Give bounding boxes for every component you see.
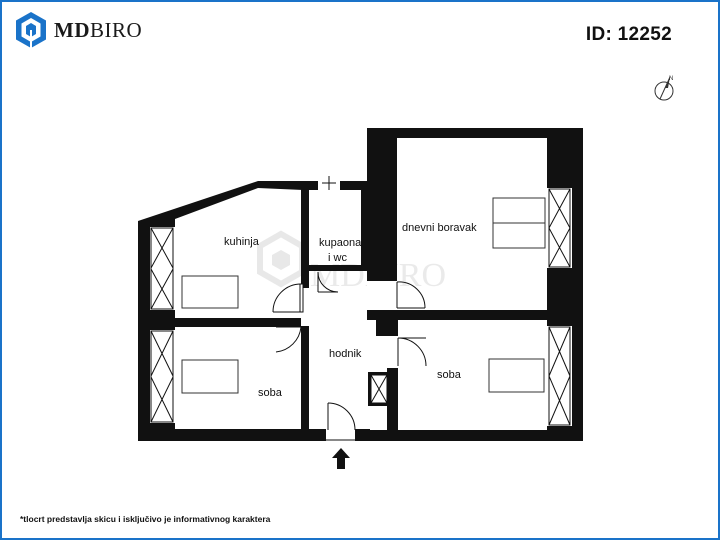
wall-bath-east xyxy=(361,188,369,271)
brand-name-bold: MD xyxy=(54,17,90,42)
bed-soba-right xyxy=(488,358,545,393)
window-frames xyxy=(150,176,571,426)
wall-living-soba xyxy=(367,310,567,320)
door-entrance xyxy=(326,402,356,441)
shaft-icon xyxy=(368,372,390,406)
window-soba-left xyxy=(150,330,175,423)
room-label-bathroom-line2: i wc xyxy=(328,252,347,264)
door-bathroom xyxy=(317,271,339,293)
room-label-kitchen: kuhinja xyxy=(224,236,260,248)
wall-column xyxy=(376,310,398,336)
room-label-bathroom-line1: kupaona xyxy=(319,237,362,249)
door-kitchen xyxy=(272,283,304,313)
room-label-bedroom-left: soba xyxy=(258,387,283,399)
wall-top-right xyxy=(367,128,583,138)
brand-name-rest: BIRO xyxy=(90,17,143,42)
watermark-logo-icon xyxy=(257,230,305,288)
wall-bottom-right xyxy=(355,430,583,441)
door-living xyxy=(396,281,426,309)
openings xyxy=(150,181,572,441)
window-kitchen-frame xyxy=(150,227,174,310)
window-soba-left-frame xyxy=(150,330,174,423)
wall-kitchen-soba xyxy=(138,318,303,327)
wall-kitchen-east xyxy=(301,188,309,288)
listing-id: ID: 12252 xyxy=(585,24,672,45)
brand-logo: MDBIRO xyxy=(14,10,142,50)
room-label-living: dnevni boravak xyxy=(402,222,477,234)
door-opening-kitchen-soba xyxy=(301,288,309,326)
wall-bottom-left xyxy=(138,429,370,441)
disclaimer-text: *tlocrt predstavlja skicu i isključivo j… xyxy=(20,514,271,524)
north-arrow-icon: N xyxy=(654,76,674,101)
svg-text:N: N xyxy=(669,76,673,82)
window-living xyxy=(547,188,572,268)
wall-bath-north xyxy=(340,181,370,190)
wall-living-west xyxy=(367,128,397,281)
sofa-living xyxy=(492,197,546,249)
wall-soba-right-west xyxy=(387,368,398,440)
door-opening-living xyxy=(367,281,397,310)
arrow-up-icon xyxy=(332,448,350,469)
room-label-hallway: hodnik xyxy=(329,348,362,360)
bath-vent-icon xyxy=(322,176,336,190)
door-soba-right xyxy=(397,337,427,367)
entrance-opening xyxy=(326,429,355,441)
kitchen-table xyxy=(181,275,239,309)
window-living-frame xyxy=(548,188,571,268)
brand-name: MDBIRO xyxy=(54,18,142,43)
furniture xyxy=(181,197,546,394)
door-opening-soba-right xyxy=(387,336,398,368)
wall-bath-south xyxy=(309,265,367,271)
cube-logo-icon xyxy=(16,12,46,48)
door-soba-left xyxy=(275,326,302,353)
window-kitchen xyxy=(150,227,175,310)
room-label-bedroom-right: soba xyxy=(437,369,462,381)
window-soba-right xyxy=(547,326,572,426)
bed-soba-left xyxy=(181,359,239,394)
doors xyxy=(272,271,427,441)
wall-soba-east xyxy=(301,326,309,436)
window-soba-right-frame xyxy=(548,326,571,426)
